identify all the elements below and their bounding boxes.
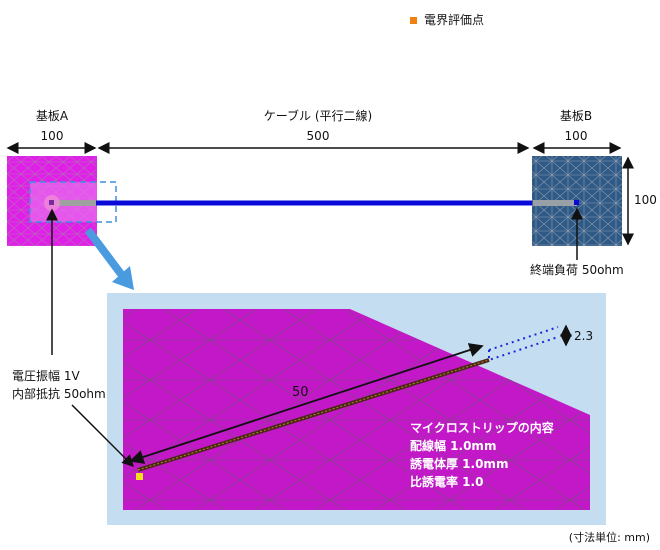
spec-title: マイクロストリップの内容: [410, 420, 554, 435]
source-resistance: 内部抵抗 50ohm: [12, 386, 106, 401]
cable-label: ケーブル (平行二線): [264, 108, 372, 123]
dimension-arrows: [6, 142, 634, 246]
dotted-extension: [488, 326, 559, 362]
eval-point: [136, 473, 143, 480]
unit-note: (寸法単位: mm): [569, 530, 650, 544]
cable-length: 500: [307, 129, 330, 143]
load-label: 終端負荷 50ohm: [530, 262, 624, 277]
board-b-height: 100: [634, 193, 657, 207]
spec-thickness: 誘電体厚 1.0mm: [410, 456, 508, 471]
source-port: [49, 200, 54, 205]
spec-width: 配線幅 1.0mm: [410, 438, 496, 453]
legend-swatch: [410, 17, 417, 24]
source-voltage: 電圧振幅 1V: [12, 368, 80, 383]
spec-permittivity: 比誘電率 1.0: [410, 474, 483, 489]
zoom-arrow: [112, 266, 134, 290]
strip-length: 50: [292, 385, 309, 400]
board-a-label: 基板A: [36, 109, 69, 123]
strip-height: 2.3: [574, 329, 593, 343]
board-b-size: 100: [565, 129, 588, 143]
load-port: [574, 200, 579, 205]
board-b-label: 基板B: [560, 109, 592, 123]
board-a-size: 100: [41, 129, 64, 143]
legend-label: 電界評価点: [424, 12, 484, 27]
